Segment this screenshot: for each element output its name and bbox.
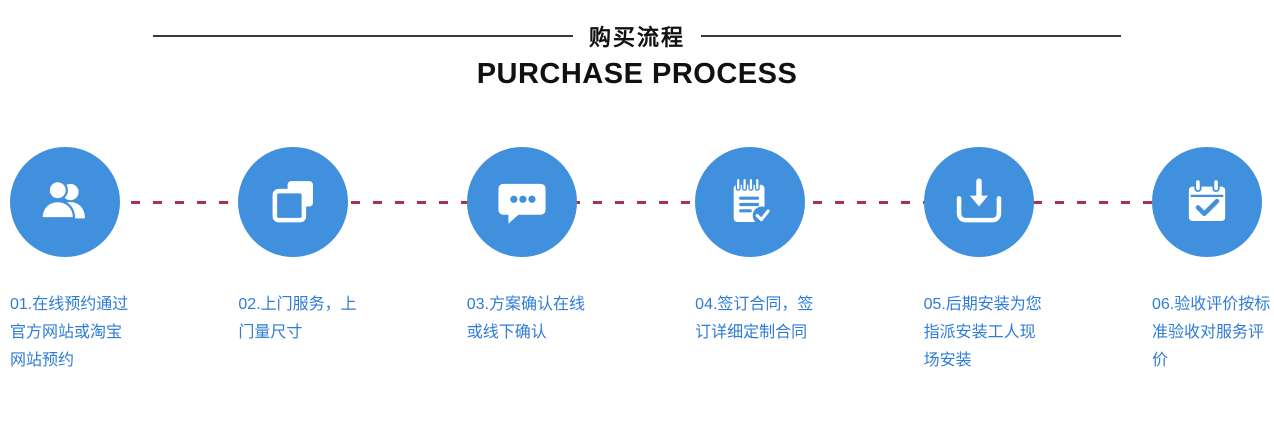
step-circle: [1151, 147, 1262, 257]
chinese-title-row: 购买流程: [0, 20, 1274, 52]
photos-icon: [273, 181, 314, 223]
purchase-process-steps: 01.在线预约通过官方网站或淘宝网站预约 02.上门服务，上门量尺寸 03.方案…: [0, 147, 1274, 375]
section-title-english: PURCHASE PROCESS: [476, 58, 798, 90]
step-circle: [238, 147, 349, 257]
step-circle: [10, 147, 120, 257]
step-description: 03.方案确认在线或线下确认: [466, 296, 586, 341]
calendar-check-icon: [1188, 178, 1226, 222]
users-icon: [40, 180, 85, 220]
download-tray-icon: [956, 178, 1001, 223]
step-description: 06.验收评价按标准验收对服务评价: [1151, 296, 1271, 369]
chat-bubble-icon: [498, 183, 546, 224]
step-circle: [923, 147, 1034, 257]
step-description: 01.在线预约通过官方网站或淘宝网站预约: [10, 296, 129, 369]
dashed-connector-line: [65, 201, 1207, 204]
section-title-chinese: 购买流程: [588, 25, 685, 50]
process-step-3: 03.方案确认在线或线下确认: [466, 147, 586, 375]
process-step-4: 04.签订合同，签订详细定制合同: [695, 147, 814, 375]
process-step-6: 06.验收评价按标准验收对服务评价: [1151, 147, 1271, 375]
right-divider-line: [701, 35, 1121, 37]
process-step-2: 02.上门服务，上门量尺寸: [238, 147, 357, 375]
notepad-check-icon: [733, 177, 772, 225]
step-description: 04.签订合同，签订详细定制合同: [695, 296, 814, 341]
step-circle: [695, 147, 806, 257]
step-description: 05.后期安装为您指派安装工人现场安装: [923, 296, 1042, 369]
left-divider-line: [152, 35, 573, 37]
section-header: 购买流程 PURCHASE PROCESS: [0, 0, 1274, 91]
process-step-1: 01.在线预约通过官方网站或淘宝网站预约: [10, 147, 129, 375]
step-description: 02.上门服务，上门量尺寸: [238, 296, 357, 341]
step-circle: [466, 147, 577, 257]
process-step-5: 05.后期安装为您指派安装工人现场安装: [923, 147, 1043, 375]
